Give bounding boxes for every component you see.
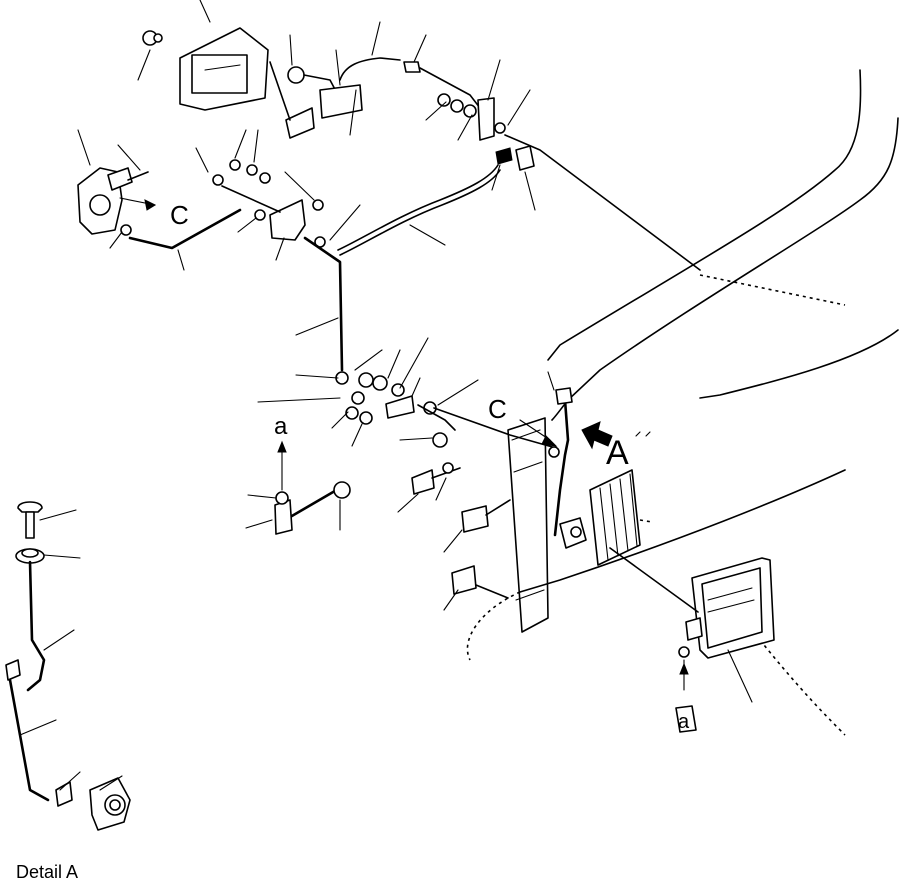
upper-right-fasteners (403, 34, 531, 141)
view-a-label: A (606, 434, 629, 472)
view-a-indicator: A (581, 421, 651, 472)
cab-body-outline (466, 69, 899, 736)
detail-a-caption: Detail A (16, 862, 79, 882)
release-cable-to-cab (491, 134, 701, 271)
middle-pivot-bracket (195, 129, 324, 261)
vertical-link-rod (295, 236, 344, 372)
door-latch-plate (589, 469, 653, 566)
door-panel (507, 417, 549, 633)
detail-a-view (5, 501, 131, 831)
section-c-label-main: C (488, 394, 507, 424)
outer-door-handle: a (609, 547, 775, 733)
actuator-link-rod (109, 208, 242, 271)
section-c-label-left: C (170, 200, 189, 230)
inner-handle-rod: a (245, 413, 351, 535)
latch-rod-section-c: C (488, 371, 587, 549)
lock-actuator (77, 129, 157, 235)
door-panel-bolts (397, 462, 511, 611)
marker-a-bottom: a (678, 711, 690, 733)
latch-assembly-top (269, 21, 401, 139)
marker-a-top: a (274, 413, 288, 440)
upper-lock-bracket (137, 0, 269, 111)
lower-linkage (257, 337, 557, 449)
middle-to-upper-cable (314, 164, 501, 256)
